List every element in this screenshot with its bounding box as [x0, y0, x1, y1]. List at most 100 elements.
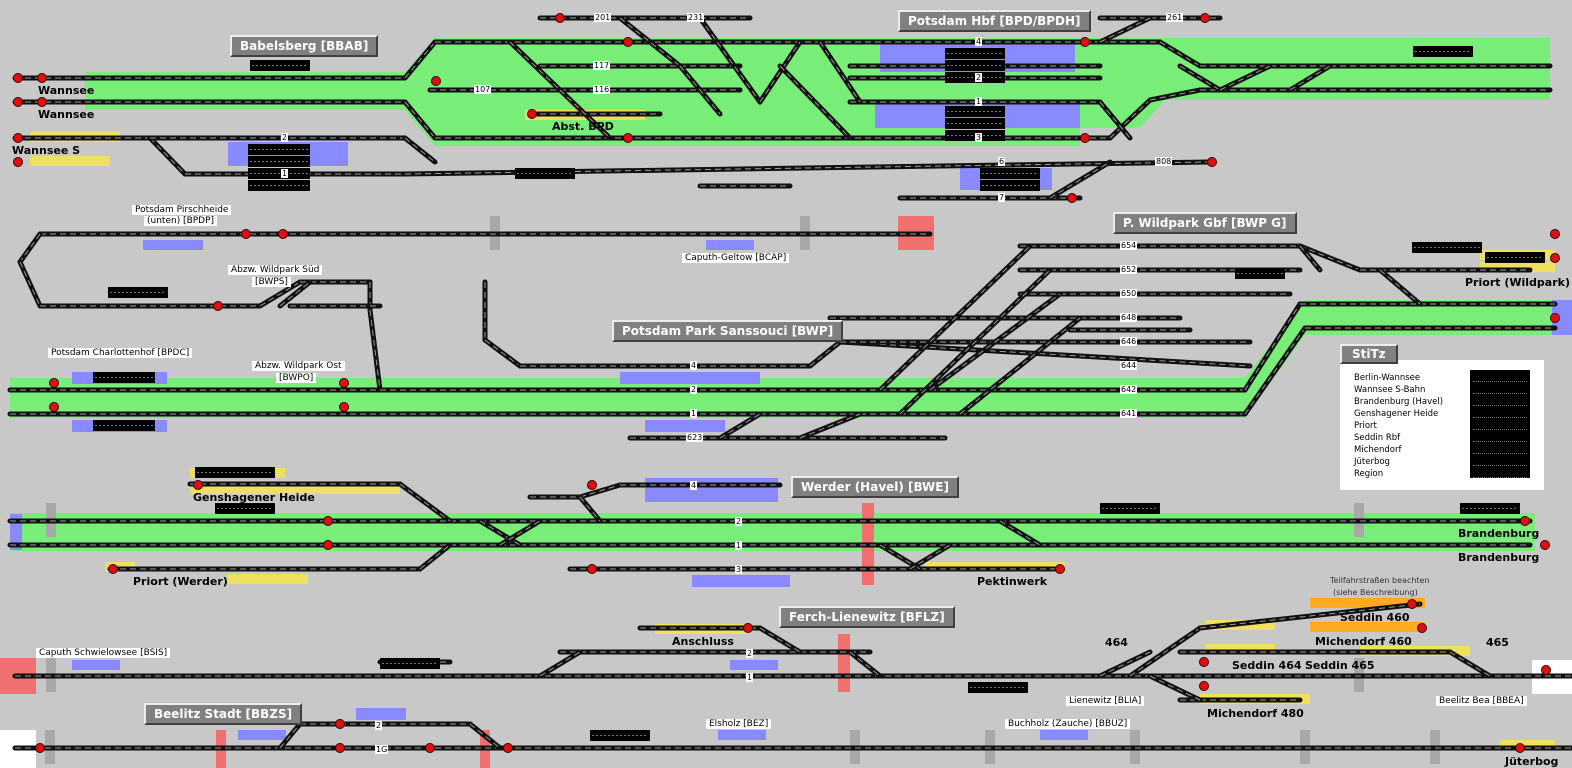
- track-number: 808: [1155, 157, 1173, 166]
- track-marking: [719, 413, 761, 439]
- station-potsdam-hbf[interactable]: Potsdam Hbf [BPD/BPDH]: [898, 10, 1091, 32]
- track-number: 1: [281, 169, 289, 178]
- track-marking: [879, 245, 1031, 391]
- track: [1097, 15, 1153, 45]
- signal: [1407, 599, 1417, 609]
- occupied-section: [645, 420, 725, 432]
- track-number: 646: [1120, 337, 1138, 346]
- reserved-section: [1310, 598, 1425, 608]
- track-marking: [759, 627, 801, 653]
- track: [1217, 63, 1273, 93]
- track-marking: [619, 17, 681, 67]
- track-number: 2: [975, 73, 983, 82]
- signal: [1080, 37, 1090, 47]
- stitz-item: Berlin-Wannsee: [1354, 373, 1421, 383]
- signal: [1067, 193, 1077, 203]
- track-number: 2: [375, 721, 383, 730]
- label-caputh-geltow: Caputh-Geltow [BCAP]: [682, 253, 790, 263]
- label-pirschheide-code: (unten) [BPDP]: [144, 216, 218, 226]
- label-michendorf-460: Michendorf 460: [1315, 635, 1412, 648]
- track-marking: [1049, 161, 1111, 199]
- track-marking: [1099, 101, 1131, 139]
- track-marking: [1449, 651, 1491, 677]
- label-wannsee-s: Wannsee S: [12, 144, 81, 157]
- track-number: 2: [746, 649, 754, 658]
- signal: [13, 133, 23, 143]
- label-seddin-460: Seddin 460: [1340, 611, 1410, 624]
- track-marking: [839, 341, 1251, 367]
- label-buchholz: Buchholz (Zauche) [BBUZ]: [1005, 719, 1131, 729]
- track-marking: [259, 281, 301, 307]
- station-beelitz-stadt[interactable]: Beelitz Stadt [BBZS]: [144, 703, 303, 725]
- platform-park-sanssouci: [10, 300, 1555, 418]
- occupied-section: [645, 478, 778, 502]
- signal: [35, 743, 45, 753]
- stitz-item: Seddin Rbf: [1354, 433, 1401, 443]
- signal: [13, 97, 23, 107]
- track-marking: [759, 41, 801, 103]
- track-number: 116: [593, 85, 611, 94]
- signal: [278, 229, 288, 239]
- track-marking: [1179, 65, 1221, 91]
- track-number: 3: [975, 133, 983, 142]
- reserved-section: [1310, 622, 1425, 632]
- stitz-panel: StiTz Berlin-Wannsee Wannsee S-Bahn Bran…: [1340, 344, 1544, 490]
- signal: [1199, 657, 1209, 667]
- label-wildpark-sued-code: [BWPS]: [252, 277, 291, 287]
- track-marking: [479, 520, 521, 546]
- signal: [13, 73, 23, 83]
- track-marking: [909, 544, 951, 570]
- reserved-section: [190, 484, 400, 494]
- track-marking: [809, 341, 841, 367]
- stitz-item: Jüterbog: [1354, 457, 1390, 467]
- label-elsholz: Elsholz [BEZ]: [706, 719, 772, 729]
- label-michendorf-480: Michendorf 480: [1207, 707, 1304, 720]
- platform-potsdam: [85, 38, 1550, 146]
- track-marking: [539, 651, 581, 677]
- stitz-item: Michendorf: [1354, 445, 1402, 455]
- track-marking: [1199, 603, 1421, 629]
- track-number: 652: [1120, 265, 1138, 274]
- track-number: 117: [593, 61, 611, 70]
- reserved-section: [30, 156, 110, 166]
- track-marking: [959, 317, 1081, 415]
- label-priort-werder: Priort (Werder): [133, 575, 228, 588]
- signal: [323, 540, 333, 550]
- signal: [1199, 681, 1209, 691]
- track-marking: [999, 520, 1041, 546]
- reserved-section: [1205, 644, 1275, 654]
- track-marking: [899, 269, 1051, 415]
- signal: [1515, 743, 1525, 753]
- occupied-section: [356, 708, 406, 720]
- station-ferch-lienewitz[interactable]: Ferch-Lienewitz [BFLZ]: [779, 606, 955, 628]
- occupied-section: [620, 372, 760, 384]
- station-wildpark-gbf[interactable]: P. Wildpark Gbf [BWP G]: [1113, 212, 1297, 234]
- signal: [323, 516, 333, 526]
- stitz-item: Priort: [1354, 421, 1377, 431]
- track-marking: [509, 41, 561, 91]
- signal: [339, 402, 349, 412]
- track-number: 1: [975, 97, 983, 106]
- signal: [241, 229, 251, 239]
- track-number: 1: [746, 673, 754, 682]
- station-park-sanssouci[interactable]: Potsdam Park Sanssouci [BWP]: [612, 320, 844, 342]
- track-marking: [404, 41, 436, 79]
- track-marking: [1244, 303, 1301, 391]
- track-number: 623: [686, 433, 704, 442]
- track-marking: [679, 65, 721, 115]
- occupied-section: [730, 660, 778, 670]
- track-number: 231: [687, 13, 705, 22]
- stitz-item: Wannsee S-Bahn: [1354, 385, 1426, 395]
- label-wildpark-ost: Abzw. Wildpark Ost: [252, 361, 345, 371]
- track-number: 2: [690, 385, 698, 394]
- signal: [1417, 623, 1427, 633]
- occupied-section: [143, 240, 203, 250]
- station-babelsberg[interactable]: Babelsberg [BBAB]: [230, 35, 379, 57]
- signal: [1200, 13, 1210, 23]
- station-werder[interactable]: Werder (Havel) [BWE]: [791, 476, 959, 498]
- label-caputh-schwielowsee: Caputh Schwielowsee [BSIS]: [36, 648, 171, 658]
- track-marking: [19, 261, 41, 307]
- track-number: 201: [594, 13, 612, 22]
- signal: [1080, 133, 1090, 143]
